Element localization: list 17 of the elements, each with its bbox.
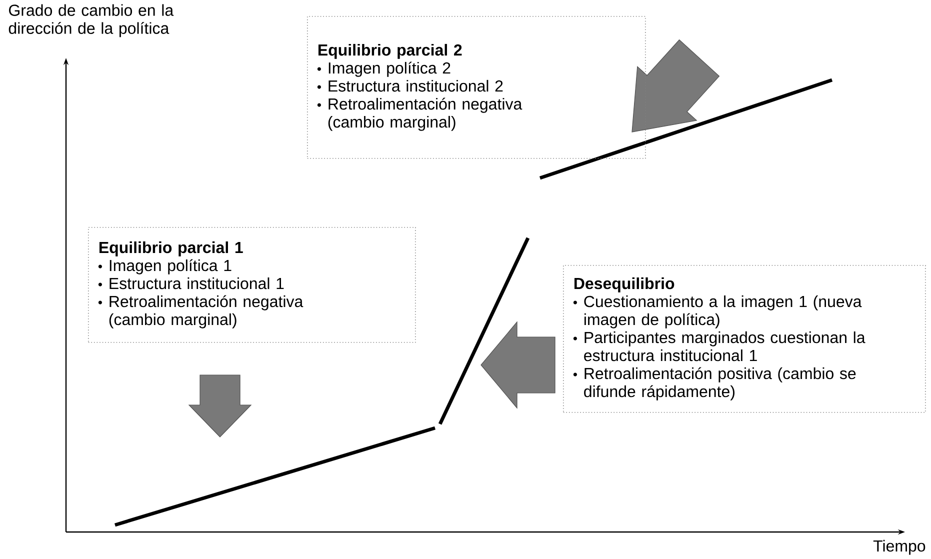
bullet-item: Retroalimentación positiva (cambio se difunde rápidamente) xyxy=(573,367,856,400)
bullet-item: Estructura institucional 2 xyxy=(317,80,503,92)
text-box xyxy=(307,16,646,159)
text-box xyxy=(563,265,926,413)
text-box xyxy=(88,226,416,343)
bullet-item: Imagen política 1 xyxy=(98,259,232,274)
bullet-item: Participantes marginados cuestionan la estructura institucional 1 xyxy=(573,331,866,362)
bullet-item: Imagen política 2 xyxy=(317,62,450,77)
box-heading: Equilibrio parcial 1 xyxy=(99,241,243,256)
axis-label: Grado de cambio en la dirección de la política xyxy=(8,4,174,38)
bullet-item: Cuestionamiento a la imagen 1 (nueva imagen de política) xyxy=(573,295,862,328)
bullet-item: Retroalimentación negativa (cambio marginal) xyxy=(317,98,522,131)
box-heading: Desequilibrio xyxy=(574,277,674,292)
box-heading: Equilibrio parcial 2 xyxy=(318,44,462,59)
axis-label: Tiempo xyxy=(873,540,926,555)
bullet-item: Estructura institucional 1 xyxy=(98,277,284,290)
bullet-item: Retroalimentación negativa (cambio marginal) xyxy=(98,295,304,328)
